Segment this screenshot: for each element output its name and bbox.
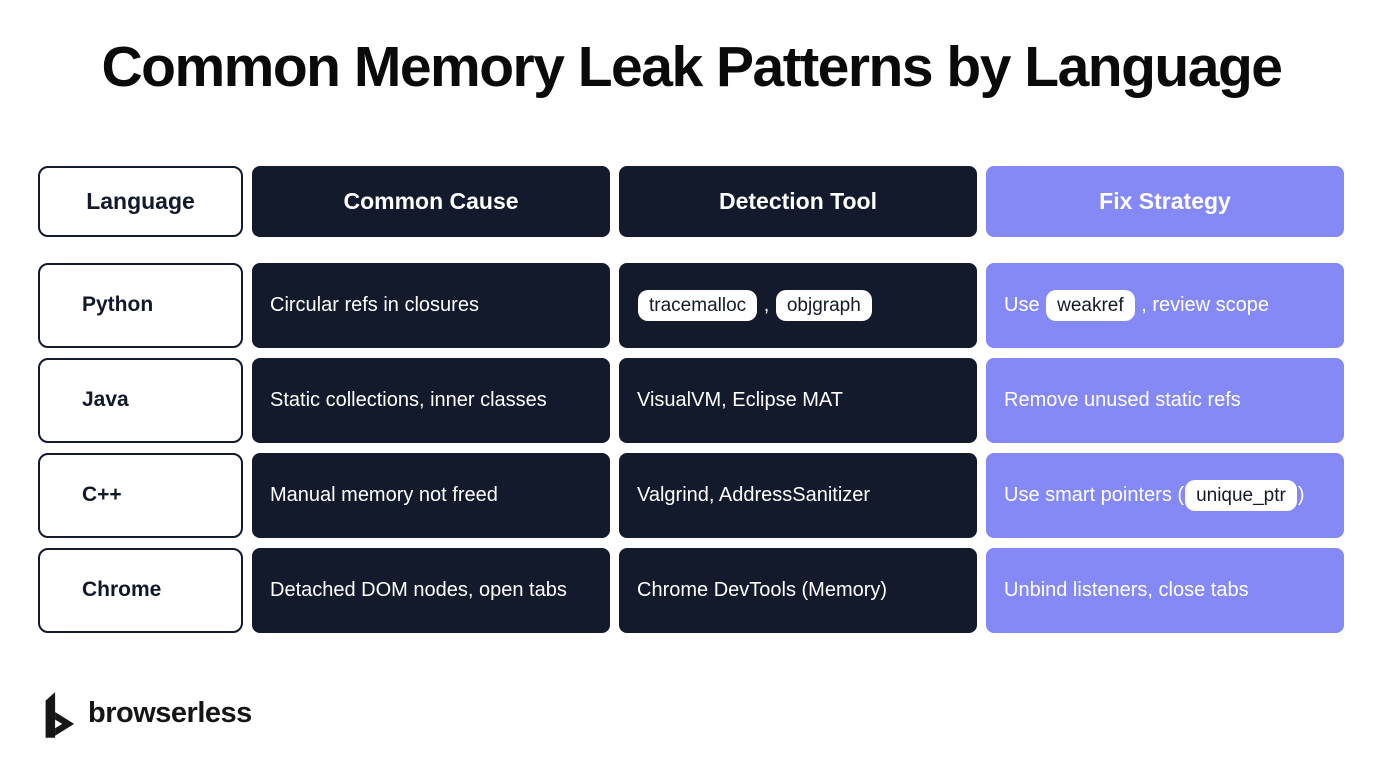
language-cell: Python — [38, 263, 243, 348]
fix-cell: Remove unused static refs — [986, 358, 1344, 443]
fix-cell: Unbind listeners, close tabs — [986, 548, 1344, 633]
detection-cell: Chrome DevTools (Memory) — [619, 548, 977, 633]
language-cell: Chrome — [38, 548, 243, 633]
header-cell-language: Language — [38, 166, 243, 237]
code-pill: tracemalloc — [638, 289, 758, 322]
fix-cell: Use smart pointers (unique_ptr) — [986, 453, 1344, 538]
code-pill: weakref — [1046, 289, 1135, 322]
table-row-java: Java Static collections, inner classes Vis… — [38, 358, 1344, 443]
brand-footer: browserless — [38, 688, 252, 738]
language-cell: Java — [38, 358, 243, 443]
cell-text: Manual memory not freed — [270, 484, 498, 506]
table-row-c: C++ Manual memory not freed Valgrind, Addr… — [38, 453, 1344, 538]
language-cell: C++ — [38, 453, 243, 538]
cause-cell: Detached DOM nodes, open tabs — [252, 548, 610, 633]
cell-text: Valgrind, AddressSanitizer — [637, 484, 871, 506]
cause-cell: Static collections, inner classes — [252, 358, 610, 443]
header-cell-fix-strategy: Fix Strategy — [986, 166, 1344, 237]
cell-text: Remove unused static refs — [1004, 389, 1241, 411]
table-row-chrome: Chrome Detached DOM nodes, open tabs Chrom… — [38, 548, 1344, 633]
code-pill: unique_ptr — [1185, 479, 1297, 512]
cell-text: Unbind listeners, close tabs — [1004, 579, 1249, 601]
cell-text: Use smart pointers ( — [1004, 484, 1185, 506]
page-title: Common Memory Leak Patterns by Language — [101, 35, 1283, 99]
table-row-python: Python Circular refs in closures tracemall… — [38, 263, 1344, 348]
cell-text: VisualVM, Eclipse MAT — [637, 389, 843, 411]
code-pill: objgraph — [775, 289, 872, 322]
browserless-b-icon — [45, 692, 75, 738]
detection-cell: Valgrind, AddressSanitizer — [619, 453, 977, 538]
cause-cell: Manual memory not freed — [252, 453, 610, 538]
cell-text: , review scope — [1135, 294, 1270, 316]
fix-cell: Use weakref , review scope — [986, 263, 1344, 348]
detection-cell: tracemalloc , objgraph — [619, 263, 977, 348]
cell-text: Use — [1004, 294, 1046, 316]
cell-text: Detached DOM nodes, open tabs — [270, 579, 567, 601]
header-cell-detection-tool: Detection Tool — [619, 166, 977, 237]
cause-cell: Circular refs in closures — [252, 263, 610, 348]
header-cell-common-cause: Common Cause — [252, 166, 610, 237]
detection-cell: VisualVM, Eclipse MAT — [619, 358, 977, 443]
cell-text: Chrome DevTools (Memory) — [637, 579, 888, 601]
cell-text: ) — [1297, 484, 1305, 506]
cell-text: , — [758, 294, 775, 316]
table-body: Python Circular refs in closures tracemall… — [38, 263, 1344, 633]
cell-text: Circular refs in closures — [270, 294, 479, 316]
cell-text: Static collections, inner classes — [270, 389, 547, 411]
brand-name: browserless — [88, 696, 252, 729]
